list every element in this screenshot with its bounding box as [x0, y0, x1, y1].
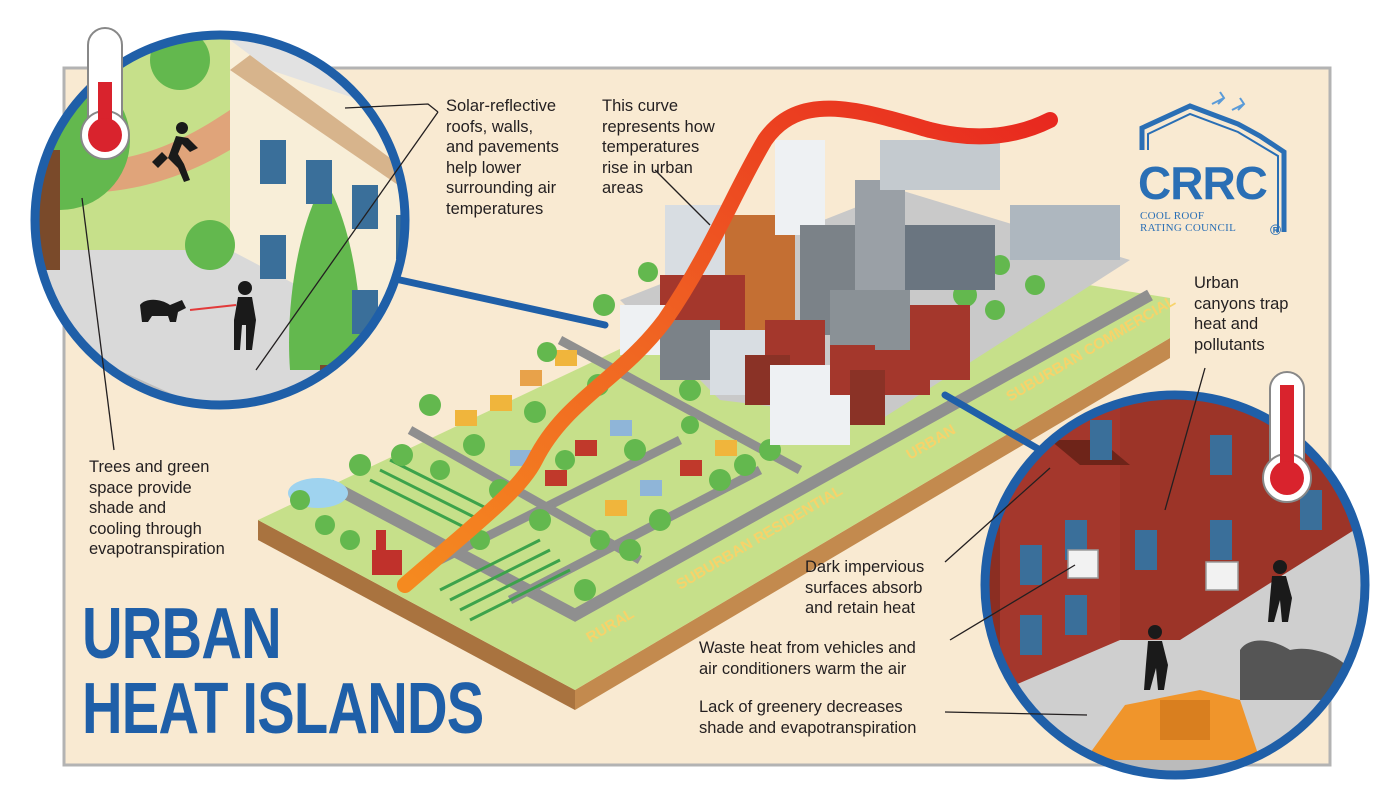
callout-line: canyons trap — [1194, 294, 1289, 313]
callout-trees: Trees and green space provide shade and … — [89, 457, 225, 560]
title-line-2: HEAT ISLANDS — [82, 669, 484, 749]
registered-mark: ® — [1270, 222, 1282, 239]
temperature-curve — [397, 100, 1058, 593]
callout-line: areas — [602, 179, 644, 197]
callout-canyons: Urban canyons trap heat and pollutants — [1194, 273, 1288, 355]
callout-line: pollutants — [1194, 335, 1265, 354]
callout-line: surrounding air — [446, 179, 557, 197]
callout-solar-reflective: Solar-reflective roofs, walls, and pavem… — [446, 96, 559, 219]
walking-person-icon — [1144, 560, 1292, 690]
soil-side-front — [575, 338, 1170, 710]
callout-line: shade and — [89, 499, 167, 517]
callout-dark-surfaces: Dark impervious surfaces absorb and reta… — [805, 557, 924, 619]
callout-line: temperatures — [446, 199, 544, 218]
logo-subline-2: RATING COUNCIL — [1140, 222, 1237, 234]
title-line-1: URBAN — [82, 594, 282, 674]
running-person-icon — [152, 122, 198, 182]
callout-greenery: Lack of greenery decreases shade and eva… — [699, 697, 916, 738]
logo-name: CRRC — [1138, 157, 1268, 209]
callout-line: represents how — [602, 117, 715, 136]
callout-line: surfaces absorb — [805, 578, 923, 597]
callout-line: Solar-reflective — [446, 97, 557, 115]
person-walking-dog-icon — [140, 281, 256, 350]
callout-line: and pavements — [446, 138, 559, 156]
soil-side-left — [258, 520, 575, 710]
callout-line: Waste heat from vehicles and — [699, 639, 916, 657]
callout-line: space provide — [89, 478, 192, 497]
callout-line: rise in urban — [602, 158, 693, 177]
thermometer-icon — [80, 27, 130, 160]
callout-line: air conditioners warm the air — [699, 659, 907, 678]
silo — [376, 530, 386, 558]
right-magnifier — [980, 390, 1370, 780]
crop-field — [369, 458, 571, 622]
house-roof-logo-icon — [1139, 91, 1287, 232]
callout-line: This curve — [602, 97, 679, 115]
landscape-diagram — [258, 100, 1170, 710]
callout-line: help lower — [446, 158, 522, 177]
callout-curve: This curve represents how temperatures r… — [602, 96, 715, 199]
callout-line: roofs, walls, — [446, 117, 534, 136]
air-conditioner-icon — [1067, 549, 1239, 591]
callout-line: shade and evapotranspiration — [699, 718, 917, 737]
callout-line: and retain heat — [805, 599, 916, 617]
right-magnifier-connector — [941, 391, 1044, 454]
thermometer-icon-right — [1262, 371, 1312, 503]
left-magnifier-connector — [396, 276, 609, 329]
callout-line: evapotranspiration — [89, 540, 225, 558]
callout-line: cooling through — [89, 519, 202, 538]
callout-line: Urban — [1194, 274, 1239, 292]
logo-subline-1: COOL ROOF — [1140, 210, 1205, 222]
callout-line: temperatures — [602, 138, 700, 156]
callout-line: heat and — [1194, 315, 1259, 333]
callout-waste-heat: Waste heat from vehicles and air conditi… — [699, 638, 916, 679]
callout-line: Dark impervious — [805, 558, 925, 576]
callout-line: Trees and green — [89, 458, 210, 476]
callout-line: Lack of greenery decreases — [699, 698, 903, 716]
leader-lines — [81, 103, 1206, 716]
suburban-houses — [455, 350, 737, 516]
left-magnifier — [30, 30, 410, 410]
